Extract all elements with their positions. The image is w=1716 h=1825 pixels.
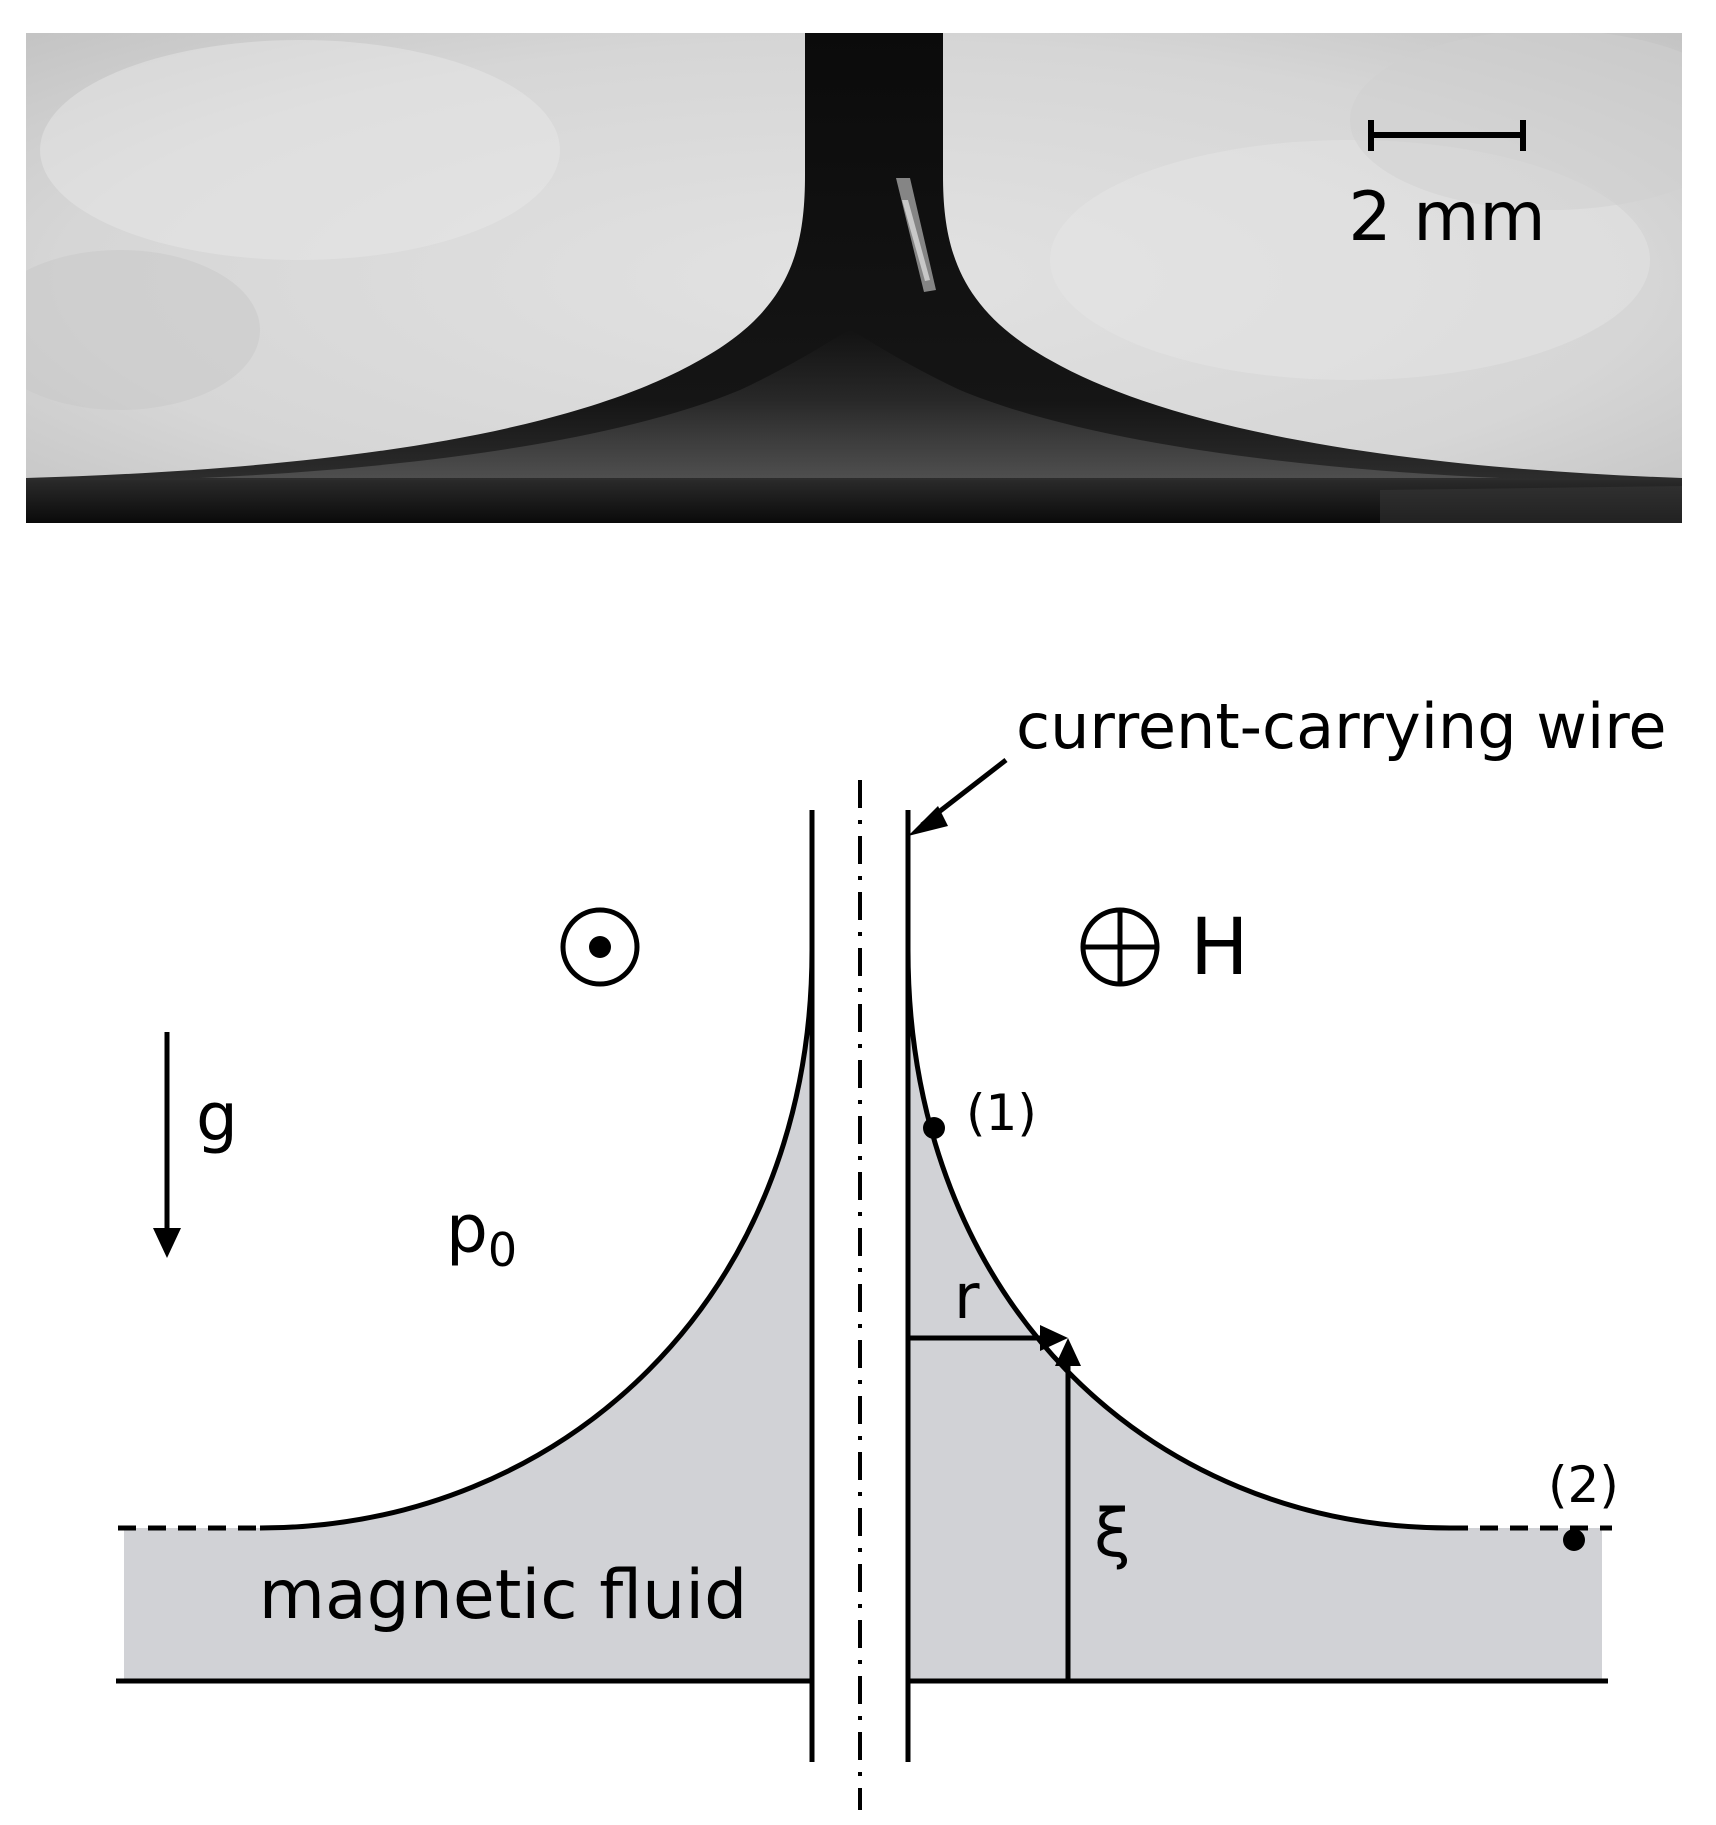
- pressure-subscript: 0: [488, 1223, 517, 1277]
- point-2-marker: [1563, 1529, 1585, 1551]
- point-1-marker: [923, 1117, 945, 1139]
- fluid-region-left: [124, 950, 812, 1681]
- photo-meniscus: [26, 33, 1682, 523]
- pressure-label: p0: [446, 1191, 517, 1277]
- schematic: current-carrying wire H g p0 (1) (2): [116, 690, 1667, 1810]
- radius-label: r: [954, 1260, 980, 1333]
- scale-bar: [1368, 120, 1526, 151]
- gravity-label: g: [196, 1079, 238, 1156]
- meniscus-left: [259, 949, 815, 1531]
- fluid-label: magnetic fluid: [259, 1556, 748, 1635]
- photo-meniscus-sheen: [200, 330, 1500, 478]
- height-arrowhead: [1055, 1338, 1081, 1366]
- scale-bar-label: 2 mm: [1348, 178, 1545, 257]
- point-1-label: (1): [966, 1084, 1037, 1142]
- wire-label-arrowhead: [908, 806, 948, 836]
- photo-panel: 2 mm: [26, 33, 1682, 523]
- radius-arrowhead: [1040, 1325, 1068, 1351]
- height-label: ξ: [1094, 1495, 1131, 1572]
- field-out-of-page-icon: [560, 907, 640, 987]
- field-label: H: [1190, 903, 1249, 993]
- wire-label: current-carrying wire: [1016, 690, 1667, 763]
- point-2-label: (2): [1548, 1456, 1619, 1514]
- field-into-page-icon: [1080, 907, 1160, 987]
- gravity-arrowhead: [153, 1228, 181, 1258]
- fluid-region-right: [908, 950, 1602, 1681]
